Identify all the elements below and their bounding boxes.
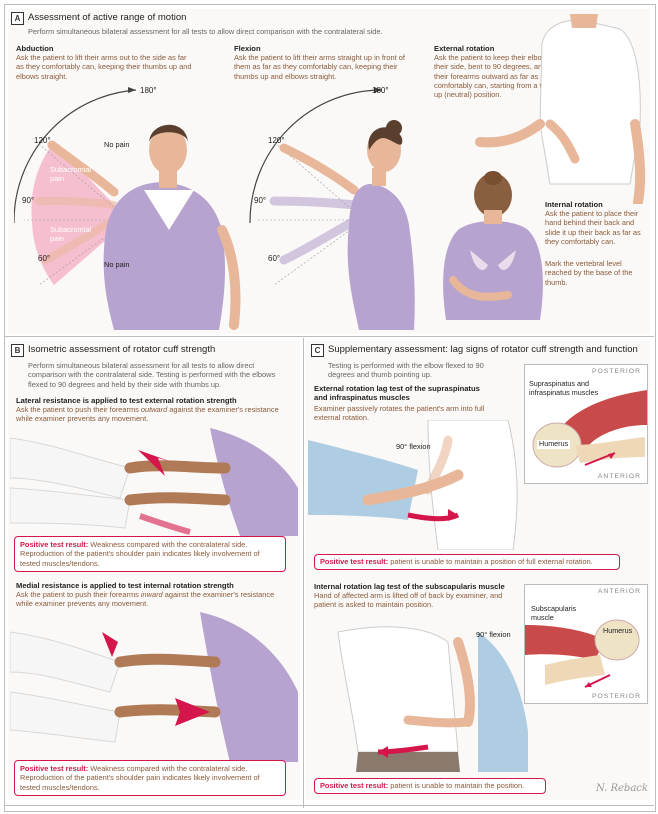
subacromial-pain-label-1: Subacromial pain	[50, 165, 92, 183]
panel-b-letter: B	[11, 344, 24, 357]
subscapularis-label: Subscapularis muscle	[531, 604, 577, 622]
lateral-resistance-illustration	[10, 428, 298, 536]
humerus-label-1: Humerus	[537, 439, 571, 449]
panel-b-subtitle: Perform simultaneous bilateral assessmen…	[28, 361, 276, 389]
internal-lag-anatomy-inset: ANTERIOR POSTERIOR Subscapularis muscle …	[524, 584, 648, 704]
flexion-angle-120: 120°	[268, 136, 285, 145]
external-rotation-heading: External rotation	[434, 44, 495, 53]
flexion-illustration	[249, 87, 415, 330]
internal-rotation-text-1: Ask the patient to place their hand behi…	[545, 209, 641, 246]
abduction-text: Ask the patient to lift their arms out t…	[16, 53, 192, 81]
abduction-angle-90: 90°	[22, 196, 35, 205]
flexion-angle-90: 90°	[254, 196, 267, 205]
internal-rotation-heading: Internal rotation	[545, 200, 603, 209]
humerus-label-2: Humerus	[603, 626, 633, 635]
positive-label-lateral: Positive test result:	[20, 540, 89, 549]
medial-resistance-text: Ask the patient to push their forearms i…	[16, 590, 286, 609]
internal-lag-text: Hand of affected arm is lifted off of ba…	[314, 591, 503, 610]
external-lag-flexion-label: 90° flexion	[396, 442, 431, 451]
panel-a-subtitle: Perform simultaneous bilateral assessmen…	[28, 27, 383, 36]
internal-lag-heading: Internal rotation lag test of the subsca…	[314, 582, 505, 591]
flexion-text: Ask the patient to lift their arms strai…	[234, 53, 405, 81]
positive-result-box-internal-lag: Positive test result: patient is unable …	[314, 778, 546, 794]
positive-text-internal-lag: patient is unable to maintain the positi…	[388, 781, 525, 790]
divider-a-bc	[4, 336, 654, 337]
panel-b-title: Isometric assessment of rotator cuff str…	[28, 344, 216, 355]
positive-text-lateral: Weakness compared with the contralateral…	[20, 540, 260, 568]
internal-lag-flexion-label: 90° flexion	[476, 630, 511, 639]
divider-b-c	[303, 338, 304, 808]
positive-label-internal-lag: Positive test result:	[320, 781, 389, 790]
medial-text-a: Ask the patient to push their forearms	[16, 590, 141, 599]
panel-c-subtitle: Testing is performed with the elbow flex…	[328, 361, 484, 380]
lateral-text-b: against the examiner's resistance while …	[16, 405, 279, 424]
flexion-angle-60: 60°	[268, 254, 281, 263]
external-lag-text: Examiner passively rotates the patient's…	[314, 404, 485, 423]
no-pain-label-bottom: No pain	[104, 260, 130, 269]
lateral-resistance-heading: Lateral resistance is applied to test ex…	[16, 396, 237, 405]
external-lag-anatomy-inset: POSTERIOR ANTERIOR Supraspinatus and inf…	[524, 364, 648, 484]
lateral-text-a: Ask the patient to push their forearms	[16, 405, 141, 414]
positive-result-box-external-lag: Positive test result: patient is unable …	[314, 554, 620, 570]
panel-c-title: Supplementary assessment: lag signs of r…	[328, 344, 638, 355]
flexion-angle-180: 180°	[372, 86, 389, 95]
external-lag-heading: External rotation lag test of the supras…	[314, 384, 480, 402]
supraspinatus-label: Supraspinatus and infraspinatus muscles	[529, 379, 599, 397]
external-lag-illustration	[308, 420, 518, 550]
lateral-resistance-text: Ask the patient to push their forearms o…	[16, 405, 286, 424]
positive-label-external-lag: Positive test result:	[320, 557, 389, 566]
external-rotation-text: Ask the patient to keep their elbows by …	[434, 53, 564, 100]
internal-lag-illustration	[337, 626, 528, 772]
no-pain-label-top: No pain	[104, 140, 130, 149]
medial-text-em: inward	[140, 590, 163, 599]
abduction-heading: Abduction	[16, 44, 54, 53]
internal-rotation-illustration	[443, 171, 543, 320]
lateral-text-em: outward	[140, 405, 168, 414]
illustrator-signature: N. Reback	[596, 783, 648, 794]
panel-a-title: Assessment of active range of motion	[28, 12, 187, 23]
abduction-illustration	[14, 87, 241, 330]
inset-posterior-label: POSTERIOR	[591, 368, 641, 375]
flexion-heading: Flexion	[234, 44, 261, 53]
inset-anterior-label: ANTERIOR	[597, 473, 641, 480]
panel-c-letter: C	[311, 344, 324, 357]
positive-label-medial: Positive test result:	[20, 764, 89, 773]
panel-a-letter: A	[11, 12, 24, 25]
subscapularis-anatomy	[525, 619, 640, 688]
external-rotation-illustration	[475, 14, 646, 204]
medial-text-b: against the examiner's resistance while …	[16, 590, 275, 609]
divider-bottom	[4, 805, 654, 806]
positive-result-box-medial: Positive test result: Weakness compared …	[14, 760, 286, 796]
inset-anterior-label-2: ANTERIOR	[597, 588, 641, 595]
positive-text-medial: Weakness compared with the contralateral…	[20, 764, 260, 792]
medial-resistance-illustration	[10, 612, 298, 762]
positive-text-external-lag: patient is unable to maintain a position…	[388, 557, 593, 566]
inset-posterior-label-2: POSTERIOR	[591, 693, 641, 700]
medial-resistance-heading: Medial resistance is applied to test int…	[16, 581, 234, 590]
internal-rotation-text-2: Mark the vertebral level reached by the …	[545, 259, 633, 287]
abduction-angle-180: 180°	[140, 86, 157, 95]
subacromial-pain-label-2: Subacromial pain	[50, 225, 92, 243]
positive-result-box-lateral: Positive test result: Weakness compared …	[14, 536, 286, 572]
abduction-angle-120: 120°	[34, 136, 51, 145]
abduction-angle-60: 60°	[38, 254, 51, 263]
